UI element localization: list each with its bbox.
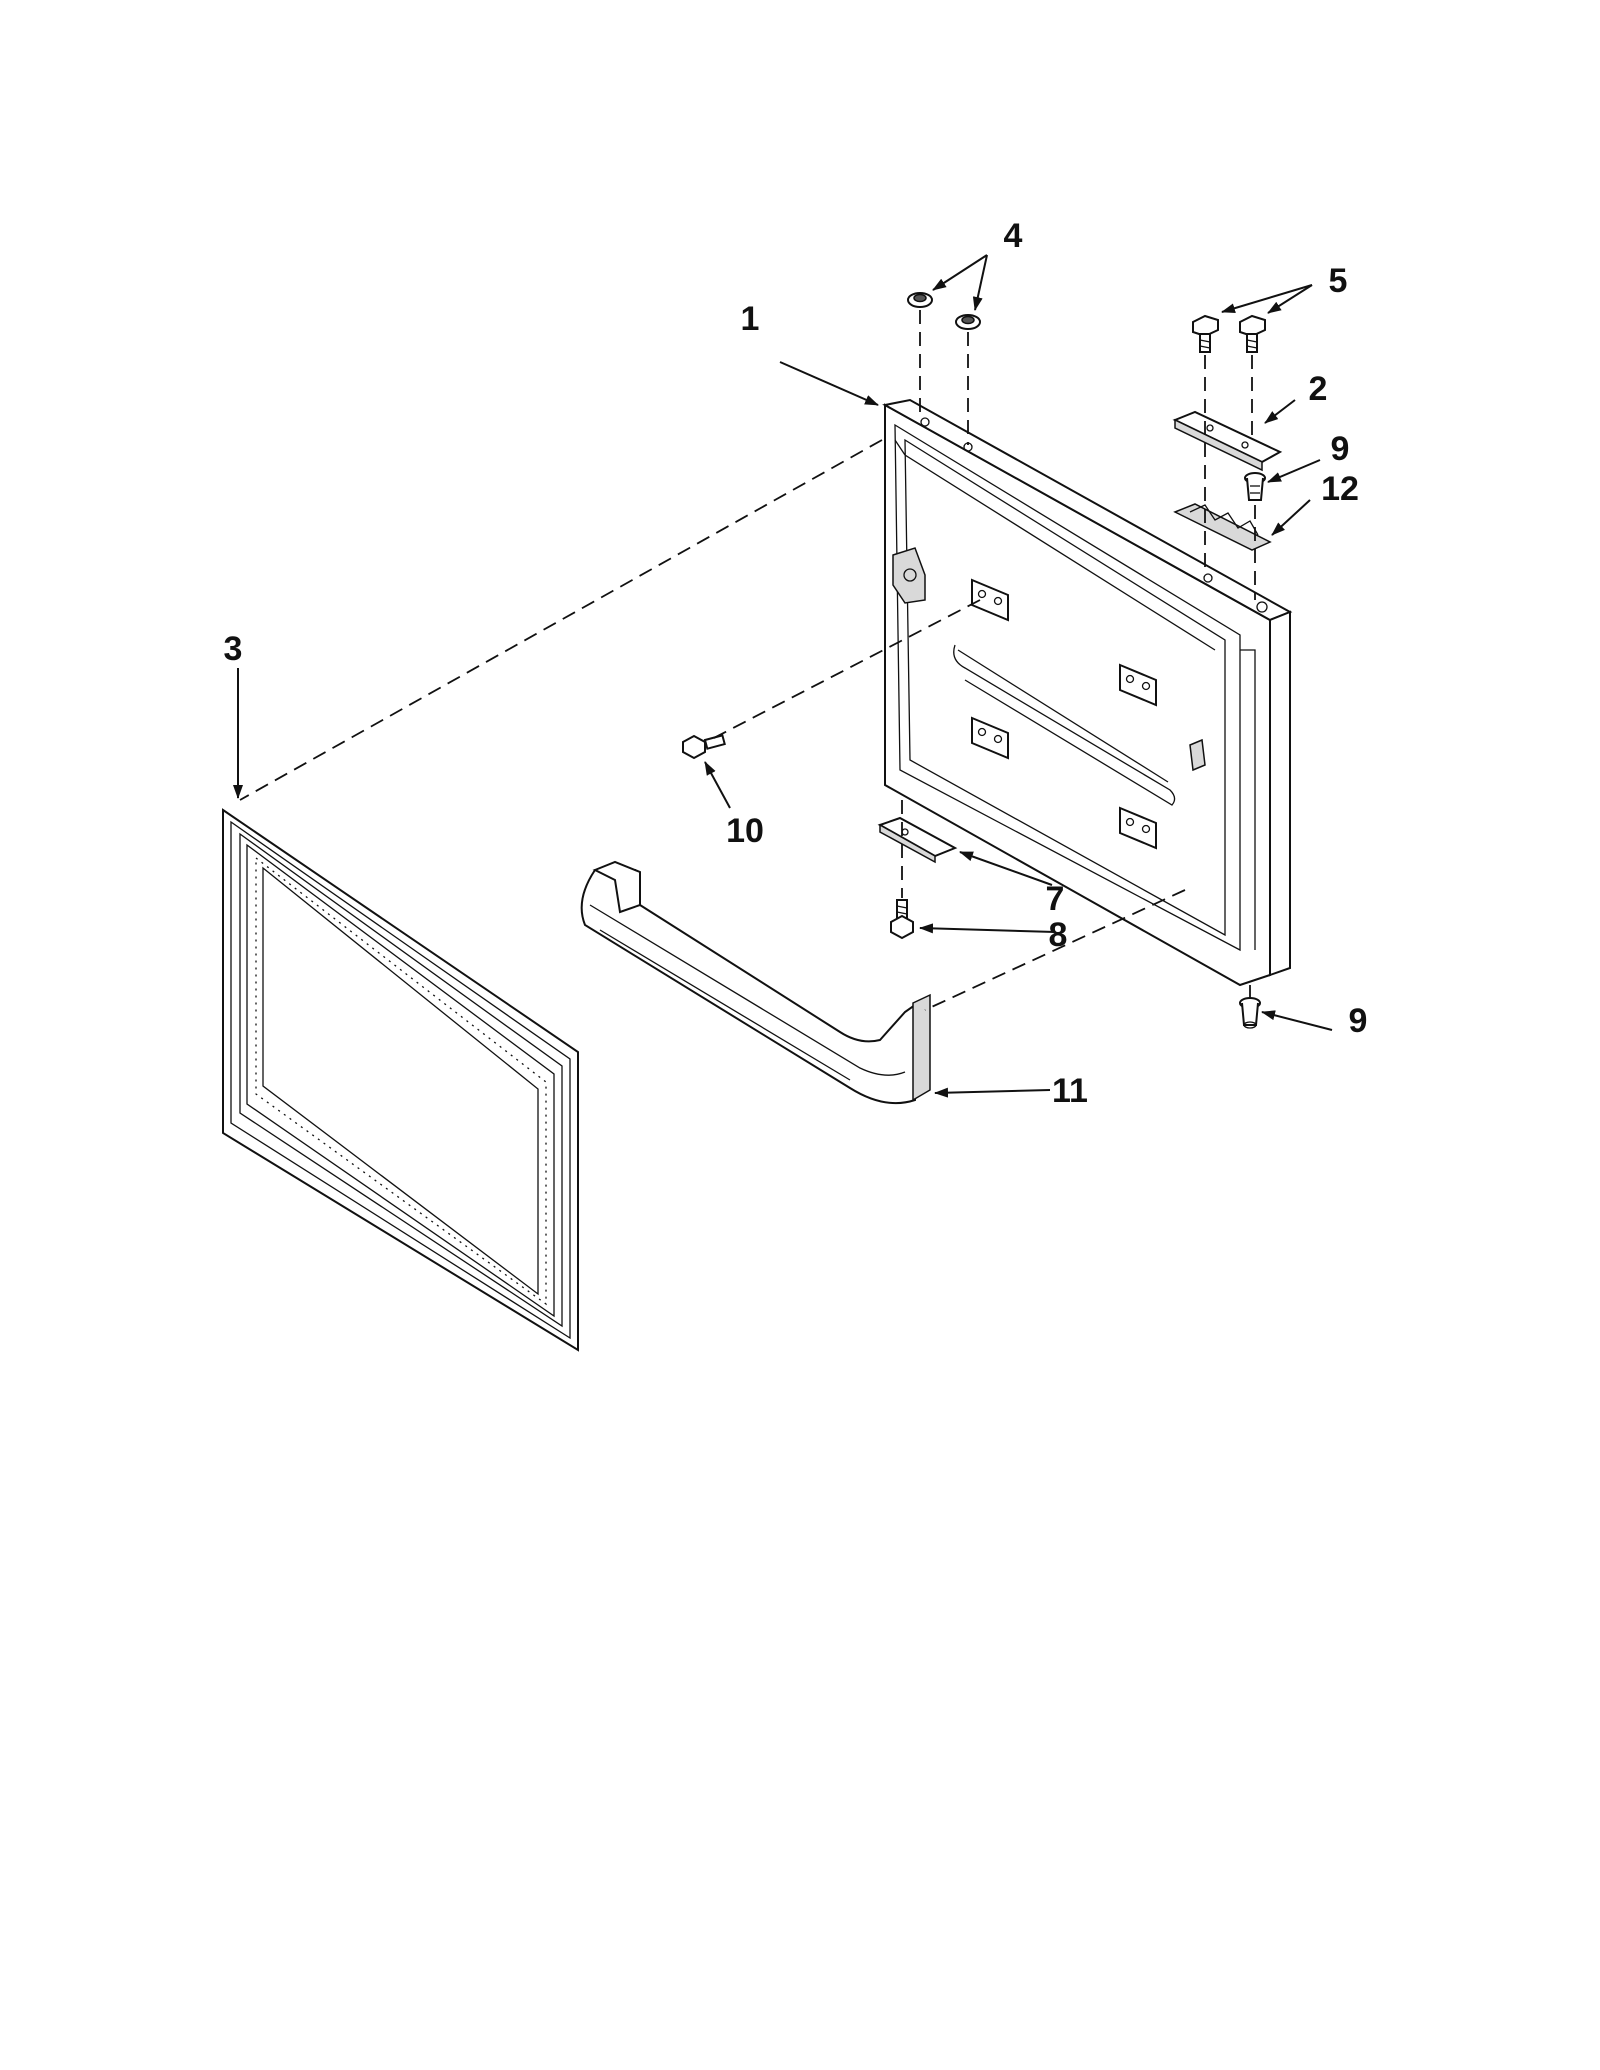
- door-gasket-part: [222, 808, 579, 1352]
- shelf-screw-part: [682, 734, 726, 760]
- bottom-bracket-part: [877, 816, 958, 864]
- callout-9-top: 9: [1331, 430, 1350, 468]
- callout-4: 4: [1004, 217, 1023, 255]
- mounting-pad: [971, 716, 1009, 760]
- callout-8: 8: [1049, 916, 1068, 954]
- bracket-screw-part: [890, 899, 914, 940]
- bushing-part: [907, 292, 933, 308]
- callout-2: 2: [1309, 370, 1328, 408]
- leader-arrows: [233, 254, 1333, 1098]
- bushing-part: [955, 314, 981, 330]
- callout-3: 3: [224, 630, 243, 668]
- hinge-pin-part: [1239, 997, 1261, 1029]
- assembly-lines: [239, 310, 1256, 1011]
- mounting-pad: [1119, 806, 1157, 850]
- mounting-pad: [1119, 663, 1157, 707]
- callout-12: 12: [1321, 470, 1359, 508]
- hinge-plate-part: [1172, 410, 1283, 472]
- callout-7: 7: [1046, 880, 1065, 918]
- hinge-shim-part: [1173, 503, 1272, 551]
- callout-11: 11: [1052, 1072, 1088, 1110]
- freezer-door-part: [882, 398, 1293, 987]
- door-bin-part: [580, 860, 931, 1105]
- callout-1: 1: [741, 300, 760, 338]
- callout-9-bottom: 9: [1349, 1002, 1368, 1040]
- callout-5: 5: [1329, 262, 1348, 300]
- hinge-pin-part: [1244, 472, 1266, 501]
- mounting-pad: [971, 578, 1009, 622]
- callout-10: 10: [726, 812, 764, 850]
- hinge-screw-part: [1192, 314, 1219, 353]
- hinge-screw-part: [1239, 314, 1266, 353]
